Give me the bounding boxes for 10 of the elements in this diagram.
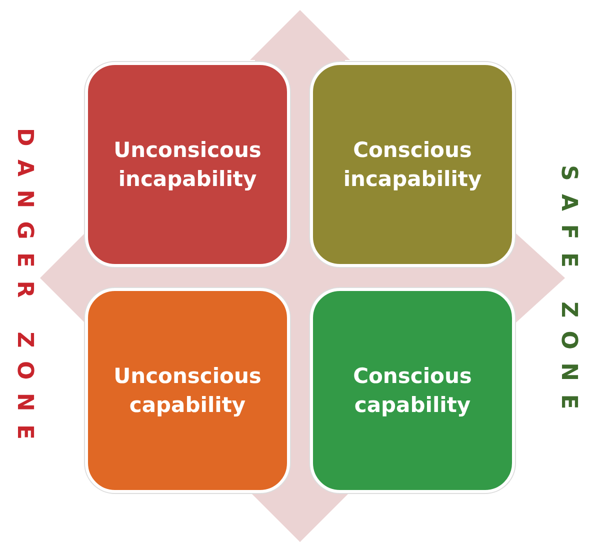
quadrant-box [310,288,515,493]
quadrant-box [85,62,290,267]
danger-zone-label: DANGER ZONE [12,128,37,453]
quadrant-label: Unconscious capability [112,363,262,418]
safe-zone-label: SAFE ZONE [556,165,581,422]
quadrant-box [310,62,515,267]
quadrant-box [85,288,290,493]
quadrant-label: Conscious incapability [342,137,483,192]
quadrant-label: Unconsicous incapability [112,137,262,192]
quadrant-label: Conscious capability [352,363,473,418]
